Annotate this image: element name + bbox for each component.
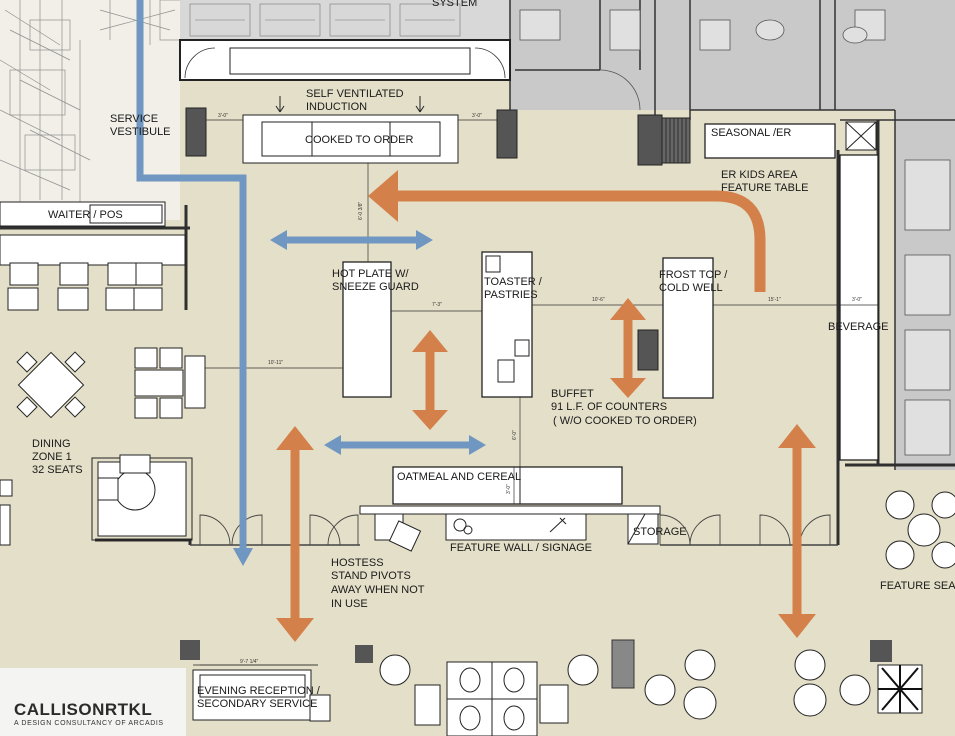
dim-left-hot: 10'-11" — [268, 360, 283, 366]
label-secondary-service: SECONDARY SERVICE — [197, 698, 317, 710]
dim-right-vent: 3'-0" — [472, 113, 482, 119]
label-self-ventilated: SELF VENTILATED — [306, 88, 404, 100]
dim-toaster-down: 6'-0" — [512, 430, 518, 440]
dim-vertical-top: 6'-0 3/8" — [358, 201, 364, 220]
label-frost-top: FROST TOP / — [659, 269, 728, 281]
company-logo: CALLISONRTKL — [14, 700, 153, 719]
label-in-use: IN USE — [331, 598, 368, 610]
label-buffet: BUFFET — [551, 388, 594, 400]
label-top-system: SYSTEM — [432, 0, 477, 9]
label-zone: ZONE 1 — [32, 451, 72, 463]
label-buffet-note: ( W/O COOKED TO ORDER) — [553, 415, 697, 427]
logo-panel — [0, 668, 186, 736]
toaster-counter — [481, 251, 533, 398]
label-feature-table: FEATURE TABLE — [721, 182, 808, 194]
label-buffet-counters: 91 L.F. OF COUNTERS — [551, 401, 667, 413]
label-induction: INDUCTION — [306, 101, 367, 113]
dim-toaster-frost: 10'-6" — [592, 297, 605, 303]
label-storage: STORAGE — [633, 526, 687, 538]
company-tagline: A DESIGN CONSULTANCY OF ARCADIS — [14, 720, 164, 727]
label-away: AWAY WHEN NOT — [331, 584, 425, 596]
label-hot-plate: HOT PLATE W/ — [332, 268, 410, 280]
lower-lounge — [180, 490, 955, 736]
label-cooked-to-order: COOKED TO ORDER — [305, 134, 413, 146]
label-feature-wall: FEATURE WALL / SIGNAGE — [450, 542, 592, 554]
orange-circulation-path — [276, 170, 816, 642]
label-seats: 32 SEATS — [32, 464, 83, 476]
label-hostess: HOSTESS — [331, 557, 384, 569]
label-cold-well: COLD WELL — [659, 282, 723, 294]
label-sneeze-guard: SNEEZE GUARD — [332, 281, 419, 293]
oatmeal-counter — [392, 466, 623, 505]
bar-stools — [7, 262, 163, 311]
dim-frost-bev: 15'-1" — [768, 297, 781, 303]
frost-top-counter — [637, 257, 714, 399]
dim-oatmeal: 3'-0" — [506, 484, 512, 494]
label-seasonal: SEASONAL /ER — [711, 127, 791, 139]
label-dining: DINING — [32, 438, 71, 450]
dim-bev: 3'-0" — [852, 297, 862, 303]
dimension-lines — [200, 119, 878, 666]
waiter-pos-station — [0, 201, 186, 266]
seasonal-counter — [637, 114, 877, 166]
plan-labels: SYSTEM SELF VENTILATED INDUCTION COOKED … — [32, 0, 955, 710]
dim-evening: 9'-7 1/4" — [240, 659, 259, 665]
dining-tables — [0, 347, 206, 546]
beverage-counter — [839, 154, 879, 461]
label-evening-reception: EVENING RECEPTION / — [197, 685, 321, 697]
label-service: SERVICE — [110, 113, 158, 125]
entry-sketch-area — [0, 0, 510, 220]
label-vestibule: VESTIBULE — [110, 126, 171, 138]
label-er-kids: ER KIDS AREA — [721, 169, 798, 181]
label-feature-seat: FEATURE SEAT — [880, 580, 955, 592]
blue-circulation-path — [136, 0, 486, 566]
back-of-house-rooms — [509, 0, 955, 470]
hot-plate-counter — [342, 261, 392, 398]
dim-left-vent: 3'-0" — [218, 113, 228, 119]
label-oatmeal: OATMEAL AND CEREAL — [397, 471, 521, 483]
label-toaster: TOASTER / — [484, 276, 543, 288]
dimension-labels: 3'-0" 3'-0" 6'-0 3/8" 7'-3" 10'-6" 15'-1… — [218, 113, 862, 665]
induction-station — [179, 39, 518, 164]
dim-hot-toaster: 7'-3" — [432, 302, 442, 308]
label-stand-pivots: STAND PIVOTS — [331, 570, 411, 582]
label-waiter-pos: WAITER / POS — [48, 209, 123, 221]
label-pastries: PASTRIES — [484, 289, 538, 301]
feature-wall — [359, 505, 661, 552]
label-beverage: BEVERAGE — [828, 321, 889, 333]
